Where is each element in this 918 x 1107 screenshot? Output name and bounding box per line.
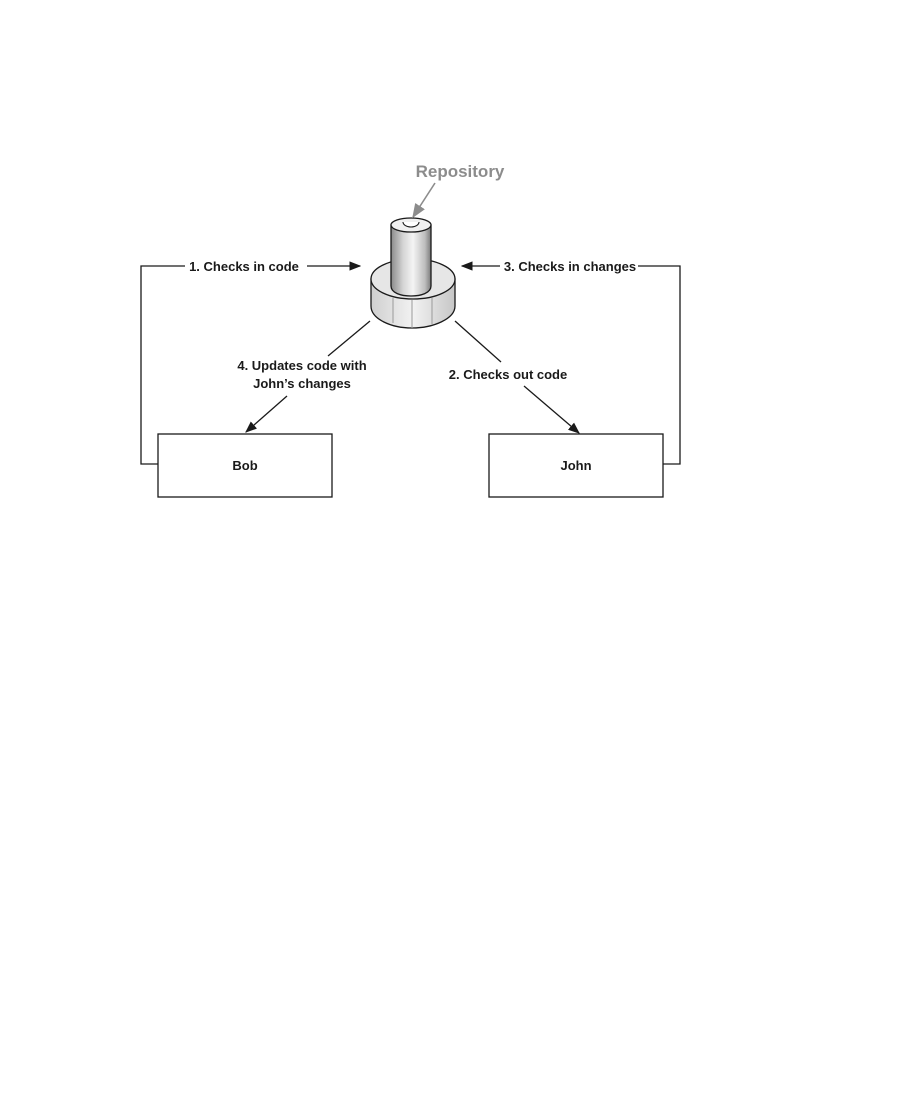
john-node: John [488, 433, 664, 498]
john-box [488, 433, 664, 498]
step-1-connector: 1. Checks in code [140, 259, 362, 465]
repository-icon [370, 217, 456, 329]
john-label: John [560, 458, 591, 473]
step-2-label: 2. Checks out code [449, 367, 567, 382]
bob-box [157, 433, 333, 498]
bob-node: Bob [157, 433, 333, 498]
step-3-line [638, 265, 681, 465]
step-4-line [327, 320, 371, 357]
step-3-connector: 3. Checks in changes [460, 259, 681, 465]
step-3-label: 3. Checks in changes [504, 259, 636, 274]
repository-pointer-arrow [412, 182, 436, 219]
step-4-connector: 4. Updates code with John’s changes [237, 320, 371, 433]
step-4-label-line-2: John’s changes [253, 376, 351, 391]
repository-label: Repository [416, 162, 505, 181]
step-4-arrow [245, 395, 288, 433]
step-1-line [140, 265, 185, 465]
step-4-label-line-1: 4. Updates code with [237, 358, 366, 373]
bob-label: Bob [232, 458, 257, 473]
step-1-label: 1. Checks in code [189, 259, 299, 274]
step-2-arrow [523, 385, 580, 434]
step-2-connector: 2. Checks out code [449, 320, 580, 434]
step-2-line [454, 320, 502, 363]
